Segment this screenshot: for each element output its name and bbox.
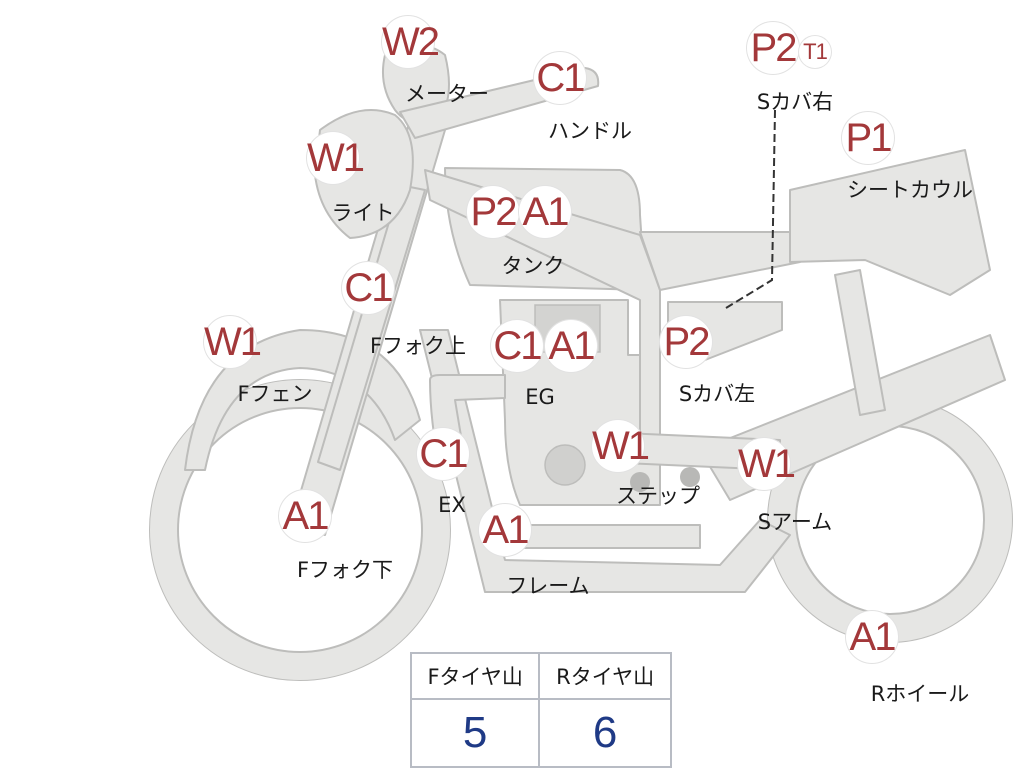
rear-tire-header: Rタイヤ山 bbox=[538, 652, 672, 700]
badge-meter: W2 bbox=[382, 16, 440, 68]
badge-fork-lower: A1 bbox=[279, 490, 331, 542]
badge-rear-cover-right-tag: T1 bbox=[799, 36, 831, 68]
badge-rear-cover-right: P2 bbox=[747, 22, 799, 74]
badge-seat-cowl: P1 bbox=[842, 112, 894, 164]
badge-engine-c: C1 bbox=[491, 320, 543, 372]
label-meter: メーター bbox=[405, 82, 489, 106]
rear-shock-shape bbox=[834, 269, 886, 416]
rear-tire-value: 6 bbox=[538, 698, 672, 768]
badge-tank-p: P2 bbox=[467, 186, 519, 238]
label-engine: EG bbox=[525, 385, 555, 409]
front-wheel-shape bbox=[149, 379, 451, 681]
front-tire-header: Fタイヤ山 bbox=[409, 652, 541, 700]
badge-rear-cover-left: P2 bbox=[660, 316, 712, 368]
label-light: ライト bbox=[331, 201, 395, 225]
badge-rear-wheel: A1 bbox=[846, 611, 898, 663]
rear-cover-right-leader bbox=[725, 109, 776, 309]
label-frame: フレーム bbox=[506, 574, 590, 598]
badge-step: W1 bbox=[592, 420, 650, 472]
rear-frame-shape bbox=[639, 231, 801, 291]
tire-tread-header-row: Fタイヤ山 Rタイヤ山 bbox=[409, 652, 672, 700]
seat-cowl-shape bbox=[789, 149, 991, 296]
badge-tank-a: A1 bbox=[519, 186, 571, 238]
label-fork-upper: Fフォク上 bbox=[369, 334, 467, 358]
badge-swing-arm: W1 bbox=[738, 438, 796, 490]
badge-handle: C1 bbox=[534, 52, 586, 104]
badge-front-fender: W1 bbox=[204, 316, 262, 368]
front-fork-rear-leg bbox=[317, 184, 426, 471]
badge-light: W1 bbox=[307, 132, 365, 184]
label-step: ステップ bbox=[616, 484, 700, 508]
tire-tread-table: Fタイヤ山 Rタイヤ山 5 6 bbox=[409, 652, 672, 768]
label-fork-lower: Fフォク下 bbox=[296, 558, 394, 582]
badge-fork-upper: C1 bbox=[342, 262, 394, 314]
front-tire-value: 5 bbox=[409, 698, 541, 768]
tire-tread-value-row: 5 6 bbox=[409, 698, 672, 768]
label-handle: ハンドル bbox=[548, 119, 632, 143]
badge-exhaust: C1 bbox=[417, 428, 469, 480]
badge-frame: A1 bbox=[479, 504, 531, 556]
label-exhaust: EX bbox=[438, 493, 466, 517]
engine-cover bbox=[544, 444, 586, 486]
label-rear-cover-right: Sカバ右 bbox=[756, 90, 834, 114]
label-rear-cover-left: Sカバ左 bbox=[678, 382, 756, 406]
step-peg-right bbox=[680, 467, 700, 487]
label-swing-arm: Sアーム bbox=[757, 510, 833, 534]
label-rear-wheel: Rホイール bbox=[870, 682, 970, 706]
label-front-fender: Fフェン bbox=[237, 382, 313, 406]
badge-engine-a: A1 bbox=[545, 320, 597, 372]
label-seat-cowl: シートカウル bbox=[847, 178, 973, 202]
step-peg-left bbox=[630, 472, 650, 492]
label-tank: タンク bbox=[501, 254, 565, 278]
frame-shape bbox=[419, 329, 791, 593]
